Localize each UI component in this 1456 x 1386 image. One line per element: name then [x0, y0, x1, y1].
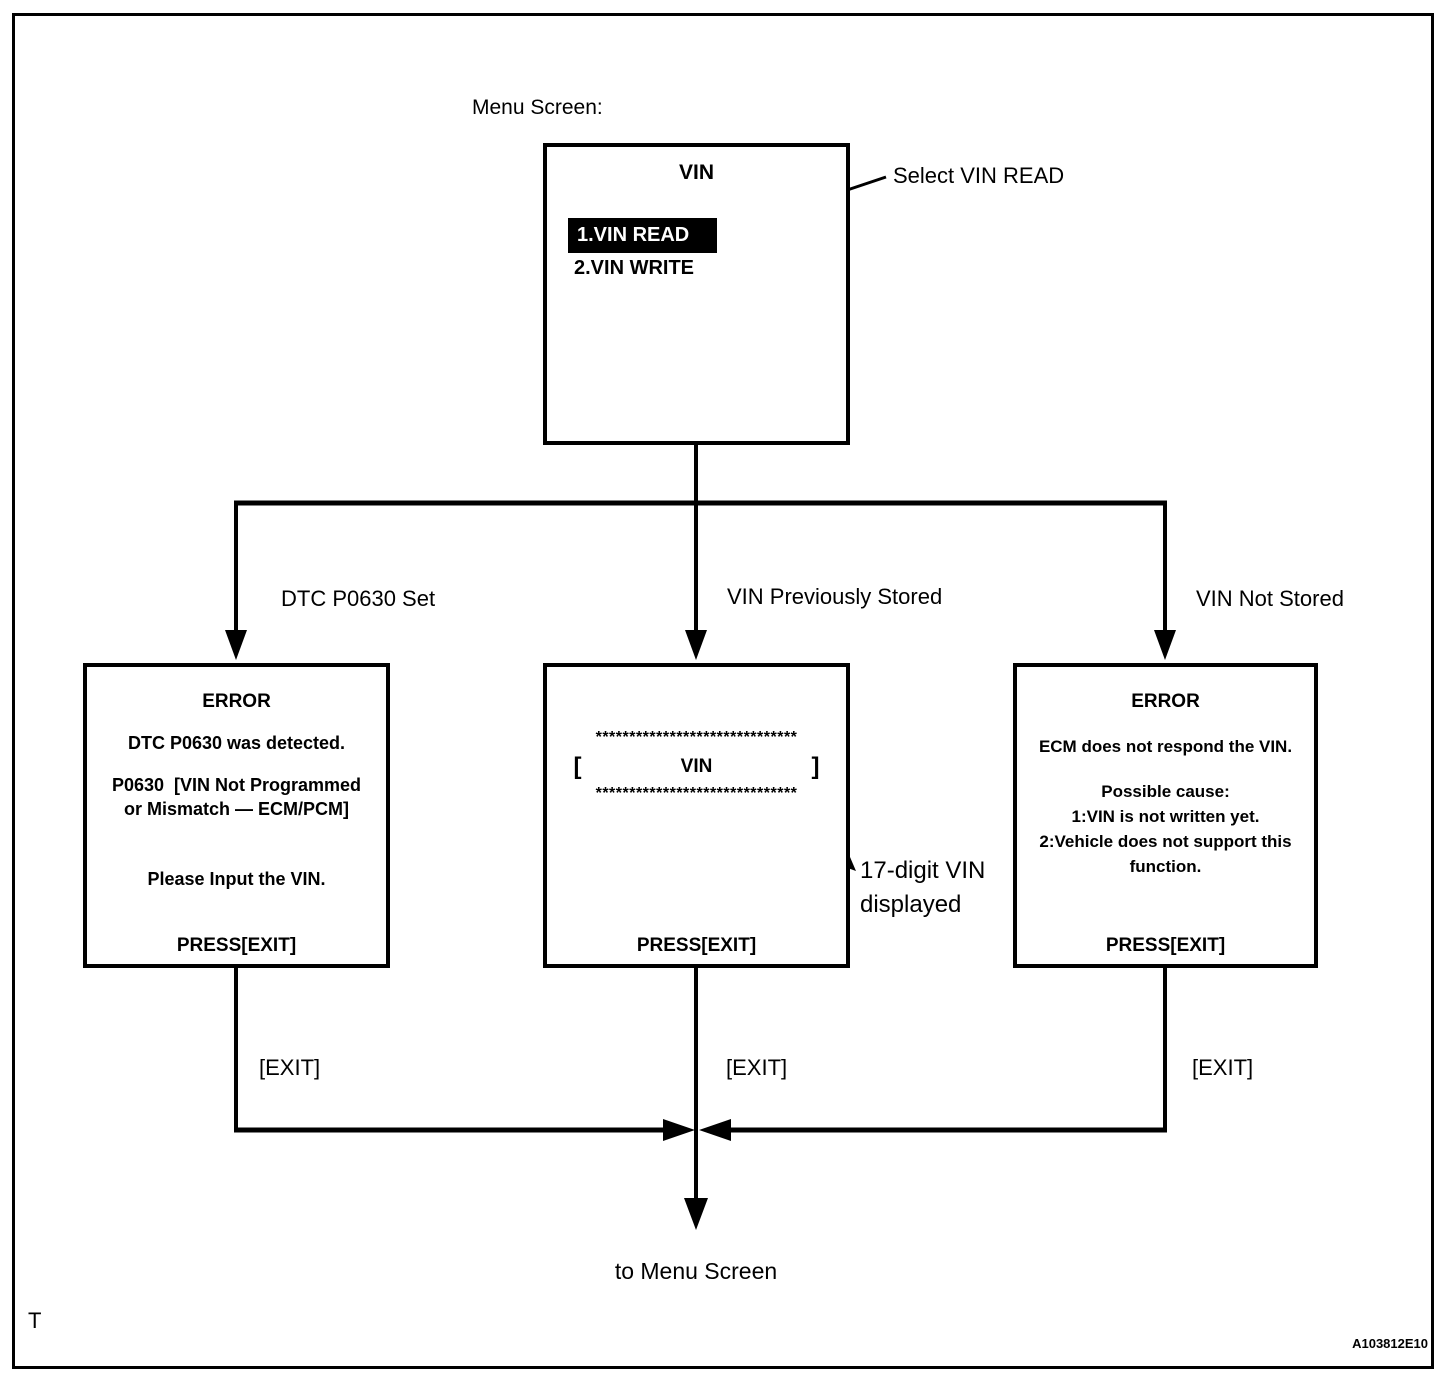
vin-display-screen-box: ****************************** [ VIN ] *…	[543, 663, 850, 968]
vin-bracket-open: [	[573, 753, 582, 780]
dtc-press-exit: PRESS[EXIT]	[176, 935, 297, 956]
possible-cause-1: 1:VIN is not written yet.	[1071, 807, 1260, 826]
branch-right-arrowhead	[1154, 630, 1176, 660]
branch-left-arrowhead	[225, 630, 247, 660]
vin-label: VIN	[680, 756, 713, 777]
branch-label-vin-not-stored: VIN Not Stored	[1196, 586, 1344, 611]
branch-label-dtc-set: DTC P0630 Set	[281, 586, 436, 611]
possible-cause-2b: function.	[1129, 857, 1202, 876]
figure-id: A103812E10	[1352, 1336, 1428, 1351]
no-response-error-title: ERROR	[1131, 691, 1200, 712]
menu-item-vin-write: 2.VIN WRITE	[574, 257, 695, 279]
dtc-detected-text: DTC P0630 was detected.	[127, 733, 346, 753]
menu-screen-caption: Menu Screen:	[472, 96, 603, 119]
no-response-error-screen-box: ERROR ECM does not respond the VIN. Poss…	[1013, 663, 1318, 968]
no-response-press-exit: PRESS[EXIT]	[1105, 935, 1226, 956]
select-vin-read-annotation: Select VIN READ	[893, 163, 1065, 188]
vin-digits-annotation-line2: displayed	[860, 891, 962, 918]
page-marker: T	[28, 1308, 42, 1333]
possible-cause-title: Possible cause:	[1101, 782, 1230, 801]
branch-label-vin-stored: VIN Previously Stored	[727, 584, 943, 609]
dtc-input-prompt: Please Input the VIN.	[147, 869, 326, 889]
possible-cause-2: 2:Vehicle does not support this	[1039, 832, 1292, 851]
menu-screen-box: VIN 1.VIN READ 2.VIN WRITE	[543, 143, 850, 445]
vin-stars-top: ******************************	[595, 729, 798, 746]
vin-press-exit: PRESS[EXIT]	[636, 935, 757, 956]
vin-stars-bottom: ******************************	[595, 785, 798, 802]
to-menu-screen-label: to Menu Screen	[614, 1258, 778, 1284]
to-menu-arrowhead	[684, 1198, 708, 1230]
exit-label-left: [EXIT]	[259, 1055, 321, 1080]
menu-item-vin-read: 1.VIN READ	[568, 218, 717, 253]
dtc-error-screen-box: ERROR DTC P0630 was detected. P0630 [VIN…	[83, 663, 390, 968]
branch-middle-arrowhead	[685, 630, 707, 660]
menu-title: VIN	[678, 161, 714, 184]
no-response-message: ECM does not respond the VIN.	[1038, 737, 1293, 756]
merge-right-arrowhead	[699, 1119, 731, 1141]
dtc-code-line1: P0630 [VIN Not Programmed	[111, 775, 362, 795]
vin-display-row: [ VIN ]	[574, 753, 820, 781]
dtc-error-title: ERROR	[202, 691, 271, 712]
vin-digits-annotation-line1: 17-digit VIN	[860, 857, 986, 884]
merge-left-arrowhead	[663, 1119, 695, 1141]
exit-label-right: [EXIT]	[1192, 1055, 1254, 1080]
exit-label-middle: [EXIT]	[726, 1055, 788, 1080]
dtc-code-line2: or Mismatch — ECM/PCM]	[123, 799, 350, 819]
outer-border	[12, 13, 1434, 1369]
vin-bracket-close: ]	[811, 753, 820, 780]
vin-digits-annotation: 17-digit VIN displayed	[860, 854, 985, 922]
